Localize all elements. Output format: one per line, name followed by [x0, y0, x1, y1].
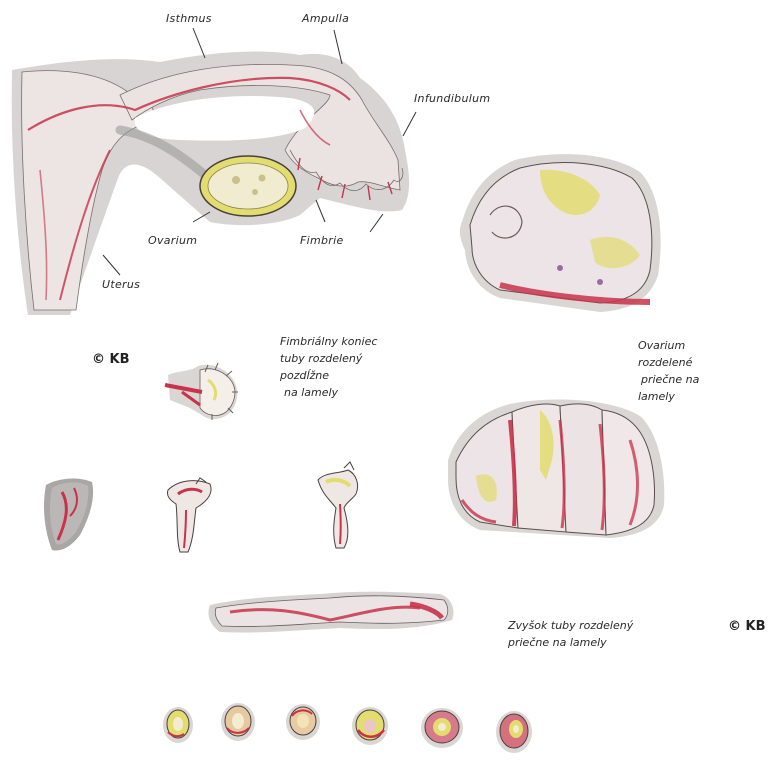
- label-uterus: Uterus: [102, 278, 140, 291]
- caption-line: priečne na: [638, 371, 699, 388]
- uterus-tube-illustration: [12, 51, 409, 315]
- caption-ovarium: Ovarium rozdelené priečne na lamely: [638, 337, 699, 405]
- caption-line: pozdĺžne: [280, 367, 377, 384]
- label-ovarium: Ovarium: [148, 234, 197, 247]
- caption-line: lamely: [638, 388, 699, 405]
- copyright-right: © KB: [728, 619, 766, 634]
- fimbrial-end-specimen: [165, 363, 238, 420]
- longitudinal-lamella-3: [318, 462, 358, 548]
- longitudinal-lamella-1: [44, 478, 93, 550]
- label-fimbrie: Fimbrie: [300, 234, 344, 247]
- tube-cross-sections: [163, 703, 532, 753]
- caption-fimbrial-end: Fimbriálny koniec tuby rozdelený pozdĺžn…: [280, 333, 377, 401]
- copyright-left: © KB: [92, 352, 130, 367]
- label-ampulla: Ampulla: [302, 12, 349, 25]
- caption-tube-remainder: Zvyšok tuby rozdelený priečne na lamely: [508, 617, 633, 651]
- caption-line: na lamely: [280, 384, 377, 401]
- longitudinal-lamella-2: [167, 478, 211, 552]
- caption-line: priečne na lamely: [508, 634, 633, 651]
- ovary-lamellae-specimen: [448, 400, 664, 538]
- caption-line: rozdelené: [638, 354, 699, 371]
- caption-line: tuby rozdelený: [280, 350, 377, 367]
- label-isthmus: Isthmus: [166, 12, 212, 25]
- label-infundibulum: Infundibulum: [414, 92, 490, 105]
- caption-line: Zvyšok tuby rozdelený: [508, 617, 633, 634]
- caption-line: Fimbriálny koniec: [280, 333, 377, 350]
- tube-remainder-specimen: [208, 592, 453, 633]
- ovary-specimen: [460, 154, 661, 312]
- caption-line: Ovarium: [638, 337, 699, 354]
